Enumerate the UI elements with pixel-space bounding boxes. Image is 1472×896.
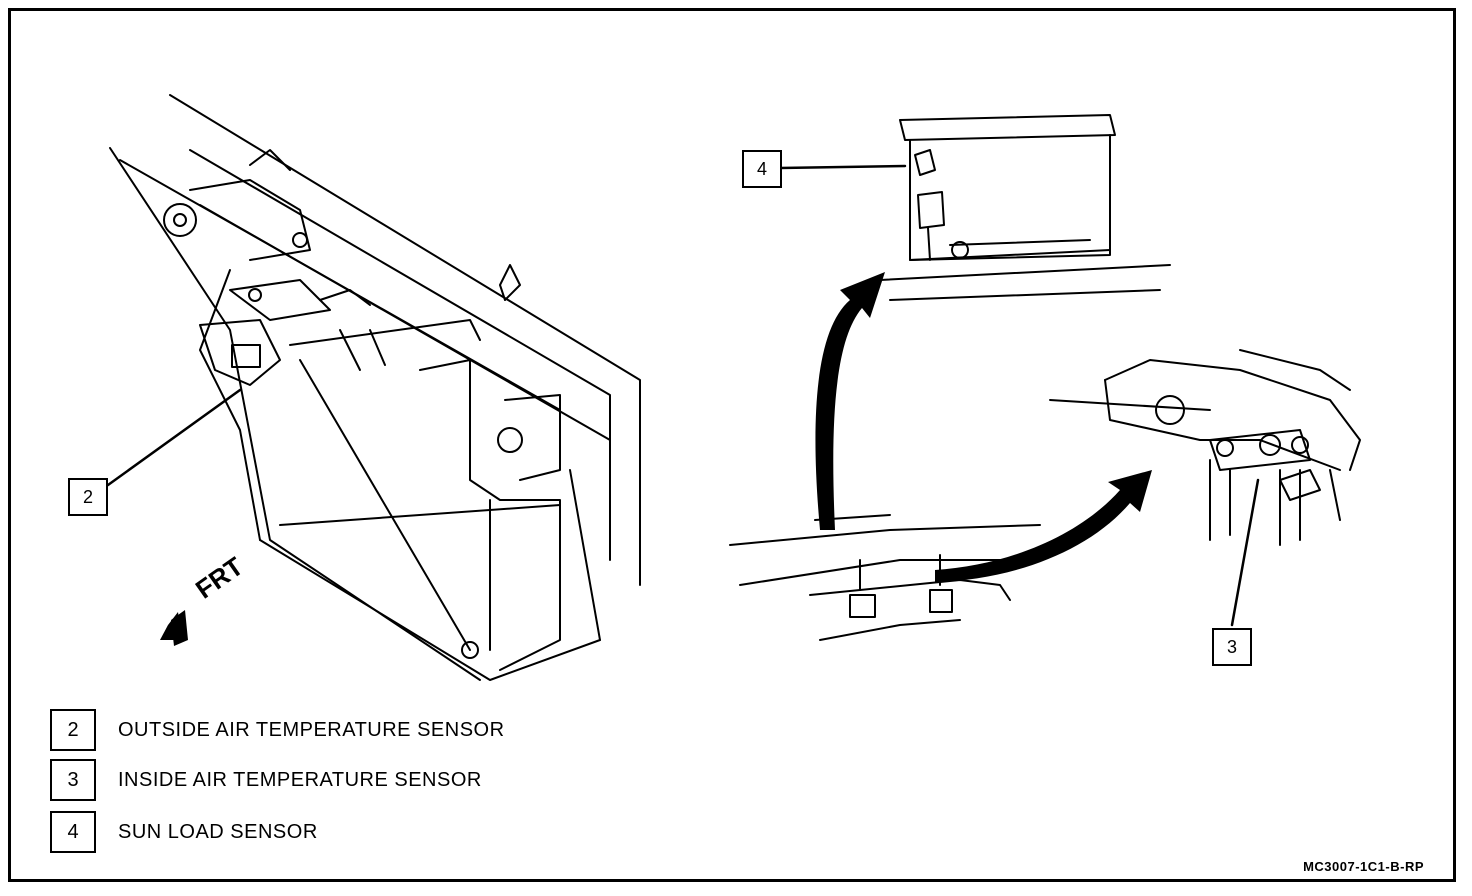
front-structure-drawing <box>109 94 641 681</box>
callout-2: 2 <box>68 478 108 516</box>
legend-label: INSIDE AIR TEMPERATURE SENSOR <box>118 768 482 791</box>
diagram-frame <box>8 8 1456 882</box>
legend-label: SUN LOAD SENSOR <box>118 820 318 843</box>
sun-load-sensor-drawing <box>879 114 1171 301</box>
curved-arrows <box>815 272 1152 582</box>
instrument-panel-drawing <box>729 349 1361 641</box>
legend-row: 2 OUTSIDE AIR TEMPERATURE SENSOR <box>50 708 505 752</box>
leader-lines <box>106 164 1260 627</box>
callout-3: 3 <box>1212 628 1252 666</box>
legend-row: 4 SUN LOAD SENSOR <box>50 810 318 854</box>
legend-label: OUTSIDE AIR TEMPERATURE SENSOR <box>118 718 505 741</box>
legend-number: 4 <box>50 811 96 853</box>
figure-code: MC3007-1C1-B-RP <box>1303 859 1424 874</box>
callout-4: 4 <box>742 150 782 188</box>
front-direction-arrow <box>160 610 188 646</box>
legend-number: 3 <box>50 759 96 801</box>
legend-number: 2 <box>50 709 96 751</box>
legend-row: 3 INSIDE AIR TEMPERATURE SENSOR <box>50 758 482 802</box>
